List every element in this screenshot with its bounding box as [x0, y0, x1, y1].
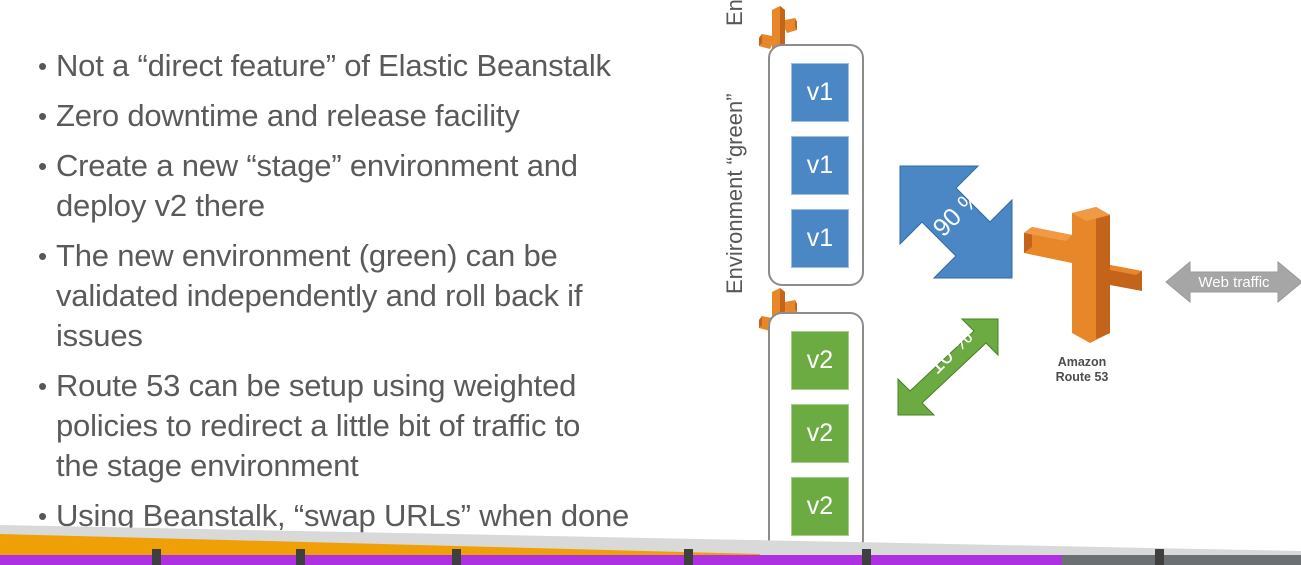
bullet-item: • Create a new “stage” environment and d… — [34, 146, 714, 226]
footer-tick — [452, 549, 461, 565]
bullet-text: Not a “direct feature” of Elastic Beanst… — [56, 48, 611, 83]
footer-tick — [152, 549, 161, 565]
footer-wedges — [0, 525, 1301, 565]
green-environment-label: Environment “green” — [722, 93, 747, 294]
instance-box: v2 — [791, 331, 849, 390]
architecture-diagram: Environment “blue” v1 v1 v1 Environment … — [716, 0, 1301, 554]
green-traffic-arrow — [897, 318, 999, 416]
footer-tick — [862, 549, 871, 565]
bullet-item: • Not a “direct feature” of Elastic Bean… — [34, 46, 714, 86]
web-traffic-label: Web traffic — [1198, 274, 1270, 291]
bullet-marker-icon: • — [38, 51, 48, 81]
route53-caption: Amazon Route 53 — [1055, 355, 1109, 384]
footer-tick — [296, 549, 305, 565]
bullet-text: The new environment (green) can be valid… — [56, 238, 583, 353]
instance-box: v1 — [791, 136, 849, 195]
bullet-text: Zero downtime and release facility — [56, 98, 520, 133]
footer-tick — [1155, 549, 1164, 565]
bullet-item: • The new environment (green) can be val… — [34, 236, 714, 356]
instance-box: v1 — [791, 209, 849, 268]
bullet-marker-icon: • — [38, 501, 48, 531]
footer-orange-wedge — [0, 534, 760, 555]
instance-box: v2 — [791, 477, 849, 536]
footer-gray-bar — [1062, 555, 1301, 565]
amazon-route-53-icon — [1024, 207, 1142, 343]
bullet-marker-icon: • — [38, 151, 48, 181]
bullet-text: Create a new “stage” environment and dep… — [56, 148, 578, 223]
instance-box: v1 — [791, 63, 849, 122]
footer-decoration — [0, 505, 1301, 565]
blue-environment-label: Environment “blue” — [722, 0, 748, 26]
instance-box: v2 — [791, 404, 849, 463]
footer-purple-bar — [0, 555, 1062, 565]
bullet-text: Route 53 can be setup using weighted pol… — [56, 368, 581, 483]
bullet-marker-icon: • — [38, 241, 48, 271]
bullet-item: • Zero downtime and release facility — [34, 96, 714, 136]
bullet-list: • Not a “direct feature” of Elastic Bean… — [34, 46, 714, 565]
web-traffic-arrow — [1165, 260, 1301, 304]
bullet-marker-icon: • — [38, 101, 48, 131]
bullet-item: • Route 53 can be setup using weighted p… — [34, 366, 714, 486]
bullet-marker-icon: • — [38, 371, 48, 401]
footer-tick — [684, 549, 693, 565]
blue-traffic-arrow — [899, 165, 1013, 279]
